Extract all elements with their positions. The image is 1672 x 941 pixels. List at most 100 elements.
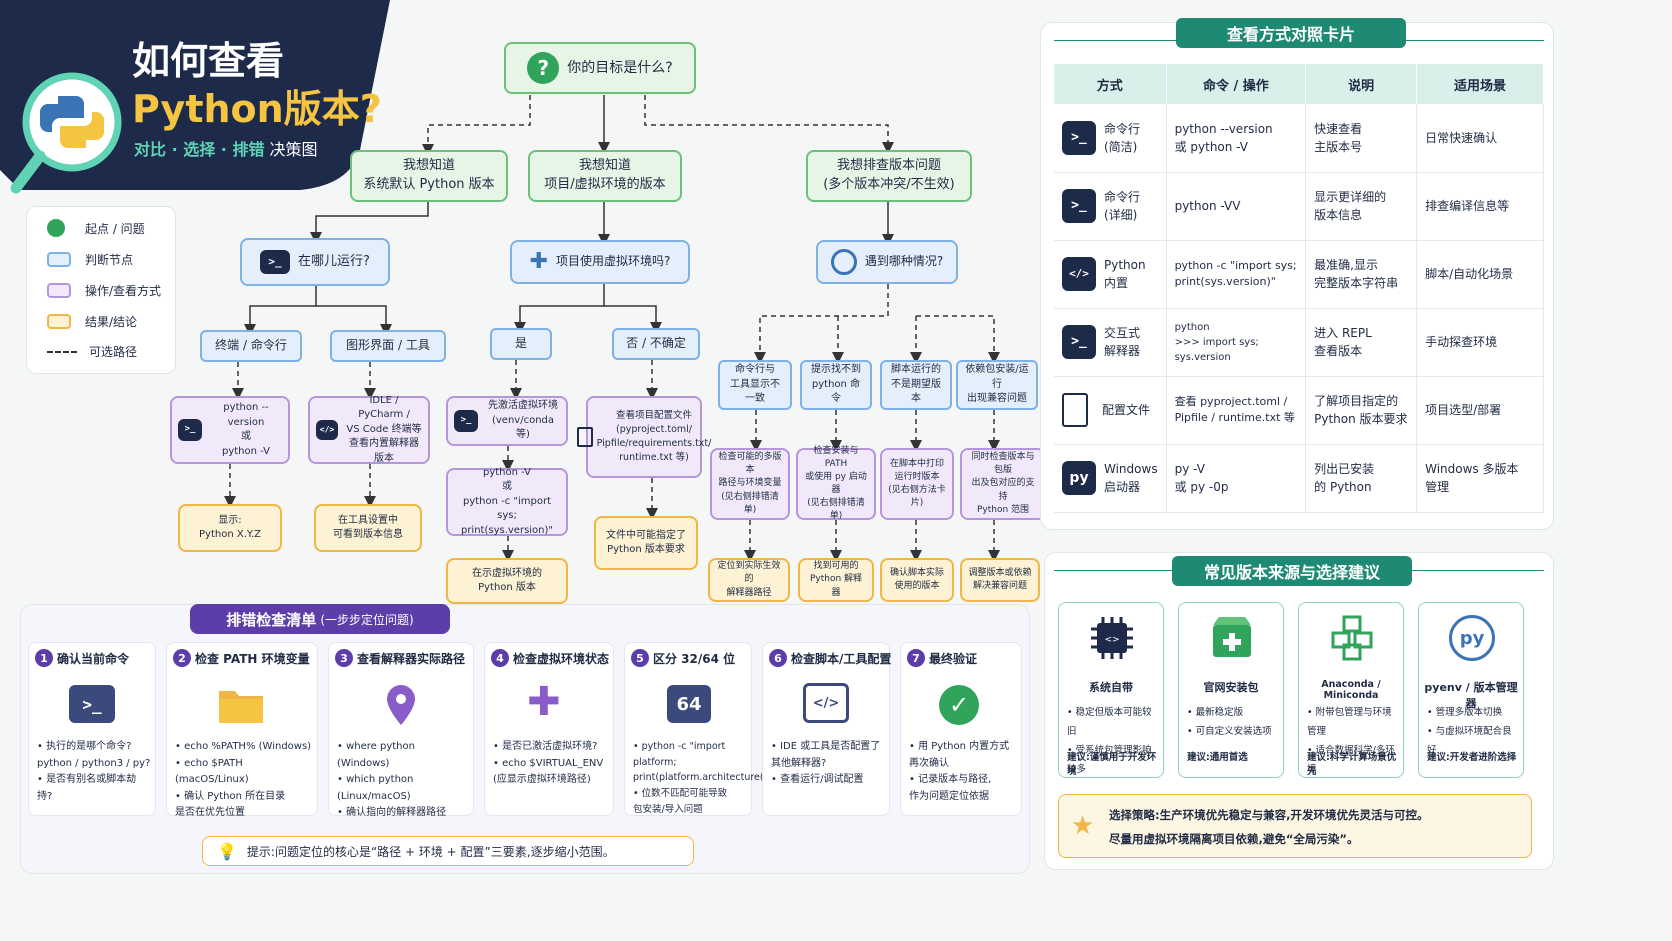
- chip-icon: <>: [1091, 617, 1133, 659]
- goal-system-version: 我想知道 系统默认 Python 版本: [350, 150, 508, 202]
- goal-project-version: 我想知道 项目/虚拟环境的版本: [528, 150, 682, 202]
- action-print-runtime: 在脚本中打印 运行时版本 (见右侧方法卡片): [880, 448, 954, 520]
- subtitle: 对比 · 选择 · 排错 决策图: [134, 136, 318, 160]
- puzzle-icon: ✚: [529, 249, 549, 275]
- star-icon: ★: [1071, 811, 1095, 841]
- terminal-icon: >_: [1062, 120, 1096, 155]
- tip-bar: 💡提示:问题定位的核心是“路径 + 环境 + 配置”三要素,逐步缩小范围。: [202, 836, 694, 866]
- decision-which-case: 遇到哪种情况?: [816, 240, 958, 284]
- result-fix-compat: 调整版本或依赖 解决兼容问题: [960, 558, 1040, 602]
- legend-item-start: 起点 / 问题: [47, 219, 145, 237]
- action-venv-version: python -V 或 python -c "import sys; print…: [446, 467, 568, 536]
- pyenv-logo-icon: py: [1449, 615, 1495, 661]
- result-version-requirement: 文件中可能指定了 Python 版本要求: [594, 516, 698, 570]
- subtitle-highlight: 对比 · 选择 · 排错: [134, 140, 265, 159]
- purple-swatch-icon: [47, 283, 71, 298]
- case-not-found: 提示找不到 python 命令: [800, 360, 872, 410]
- code-window-icon: </>: [803, 683, 849, 723]
- title-line-1: 如何查看: [132, 39, 285, 83]
- sources-title: 常见版本来源与选择建议: [1172, 556, 1412, 586]
- checkmark-icon: ✓: [939, 685, 979, 725]
- action-activate-venv: >_先激活虚拟环境 (venv/conda 等): [446, 396, 568, 446]
- result-find-interpreter: 找到可用的 Python 解释器: [798, 558, 874, 602]
- document-icon: [1062, 393, 1088, 427]
- py-launcher-icon: py: [1062, 461, 1096, 495]
- action-check-install: 检查安装与 PATH 或使用 py 启动器 (见右侧排错清单): [796, 446, 876, 521]
- action-terminal-version: >_python --version 或 python -V: [170, 396, 290, 464]
- compare-title: 查看方式对照卡片: [1176, 18, 1406, 48]
- start-node: ?你的目标是什么?: [504, 42, 696, 94]
- checklist-title: 排错检查清单(一步步定位问题): [190, 604, 450, 634]
- legend-item-result: 结果/结论: [47, 313, 137, 330]
- python-logo-icon: [10, 72, 122, 194]
- search-icon: [830, 249, 857, 275]
- terminal-icon: >_: [454, 410, 478, 432]
- location-pin-icon: [387, 685, 415, 725]
- option-terminal: 终端 / 命令行: [200, 330, 302, 362]
- terminal-icon: >_: [178, 419, 202, 441]
- result-tool-settings: 在工具设置中 可看到版本信息: [314, 504, 422, 552]
- action-ide-version: </>IDLE / PyCharm / VS Code 终端等 查看内置解释器版…: [308, 395, 430, 464]
- source-card-system: <> 系统自带 • 稳定但版本可能较旧 • 受系统包管理影响较多 建议:谨慎用于…: [1058, 602, 1164, 778]
- goal-troubleshoot: 我想排查版本问题 (多个版本冲突/不生效): [806, 150, 972, 202]
- svg-text:<>: <>: [1104, 635, 1119, 645]
- folder-icon: [219, 691, 263, 723]
- package-icon: [1213, 617, 1251, 657]
- strategy-line-1: 选择策略:生产环境优先稳定与兼容,开发环境优先灵活与可控。: [1109, 808, 1429, 822]
- case-compat: 依赖包安装/运行 出现兼容问题: [956, 360, 1038, 410]
- flow-connectors: [224, 95, 1000, 562]
- compare-table: 方式命令 / 操作说明适用场景 >_命令行 (简洁)python --versi…: [1054, 64, 1544, 513]
- action-check-compat: 同时检查版本与包版 出及包对应的支持 Python 范围: [960, 448, 1046, 520]
- action-check-paths: 检查可能的多版本 路径与环境变量 (见右侧排错清单): [710, 448, 790, 520]
- compare-header-row: 方式命令 / 操作说明适用场景: [1054, 64, 1544, 104]
- result-show-version: 显示: Python X.Y.Z: [178, 504, 282, 552]
- bit-64-badge: 64: [667, 685, 711, 723]
- puzzle-icon: ✚: [527, 679, 561, 725]
- legend-item-decision: 判断节点: [47, 251, 133, 268]
- legend-item-optional: 可选路径: [47, 343, 137, 360]
- case-wrong-version: 脚本运行的 不是期望版本: [880, 360, 952, 410]
- subtitle-rest: 决策图: [264, 140, 318, 159]
- compare-row: 配置文件查看 pyproject.toml / Pipfile / runtim…: [1054, 376, 1544, 445]
- lightbulb-icon: 💡: [217, 841, 237, 861]
- question-icon: ?: [527, 52, 560, 84]
- option-yes: 是: [490, 328, 552, 360]
- result-effective-path: 定位到实际生效的 解释器路径: [708, 558, 790, 602]
- result-venv-version: 在示虚拟环境的 Python 版本: [446, 558, 568, 604]
- action-config-file: 查看项目配置文件 (pyproject.toml/ Pipfile/requir…: [576, 396, 711, 478]
- dashed-line-icon: [47, 350, 77, 353]
- legend-item-action: 操作/查看方式: [47, 282, 161, 299]
- source-card-official: 官网安装包 • 最新稳定版 • 可自定义安装选项 建议:通用首选: [1178, 602, 1284, 778]
- source-card-pyenv: py pyenv / 版本管理器 • 管理多版本切换 • 与虚拟环境配合良好 建…: [1418, 602, 1524, 778]
- decision-where-run: >_在哪儿运行?: [240, 238, 390, 286]
- option-no: 否 / 不确定: [612, 328, 700, 360]
- document-icon: [576, 427, 593, 447]
- code-icon: </>: [316, 420, 338, 440]
- terminal-icon: >_: [260, 250, 291, 274]
- decision-use-venv: ✚项目使用虚拟环境吗?: [510, 240, 690, 284]
- terminal-icon: >_: [1062, 325, 1096, 359]
- strategy-box: ★ 选择策略:生产环境优先稳定与兼容,开发环境优先灵活与可控。 尽量用虚拟环境隔…: [1058, 794, 1532, 858]
- case-mismatch: 命令行与 工具显示不一致: [718, 360, 792, 410]
- code-icon: </>: [1062, 257, 1096, 291]
- terminal-icon: >_: [1062, 189, 1096, 223]
- result-script-version: 确认脚本实际 使用的版本: [880, 558, 954, 602]
- orange-swatch-icon: [47, 314, 71, 329]
- terminal-icon: >_: [69, 685, 115, 723]
- green-dot-icon: [47, 219, 65, 237]
- cubes-icon: [1331, 615, 1373, 661]
- option-gui: 图形界面 / 工具: [330, 330, 446, 362]
- blue-swatch-icon: [47, 252, 71, 267]
